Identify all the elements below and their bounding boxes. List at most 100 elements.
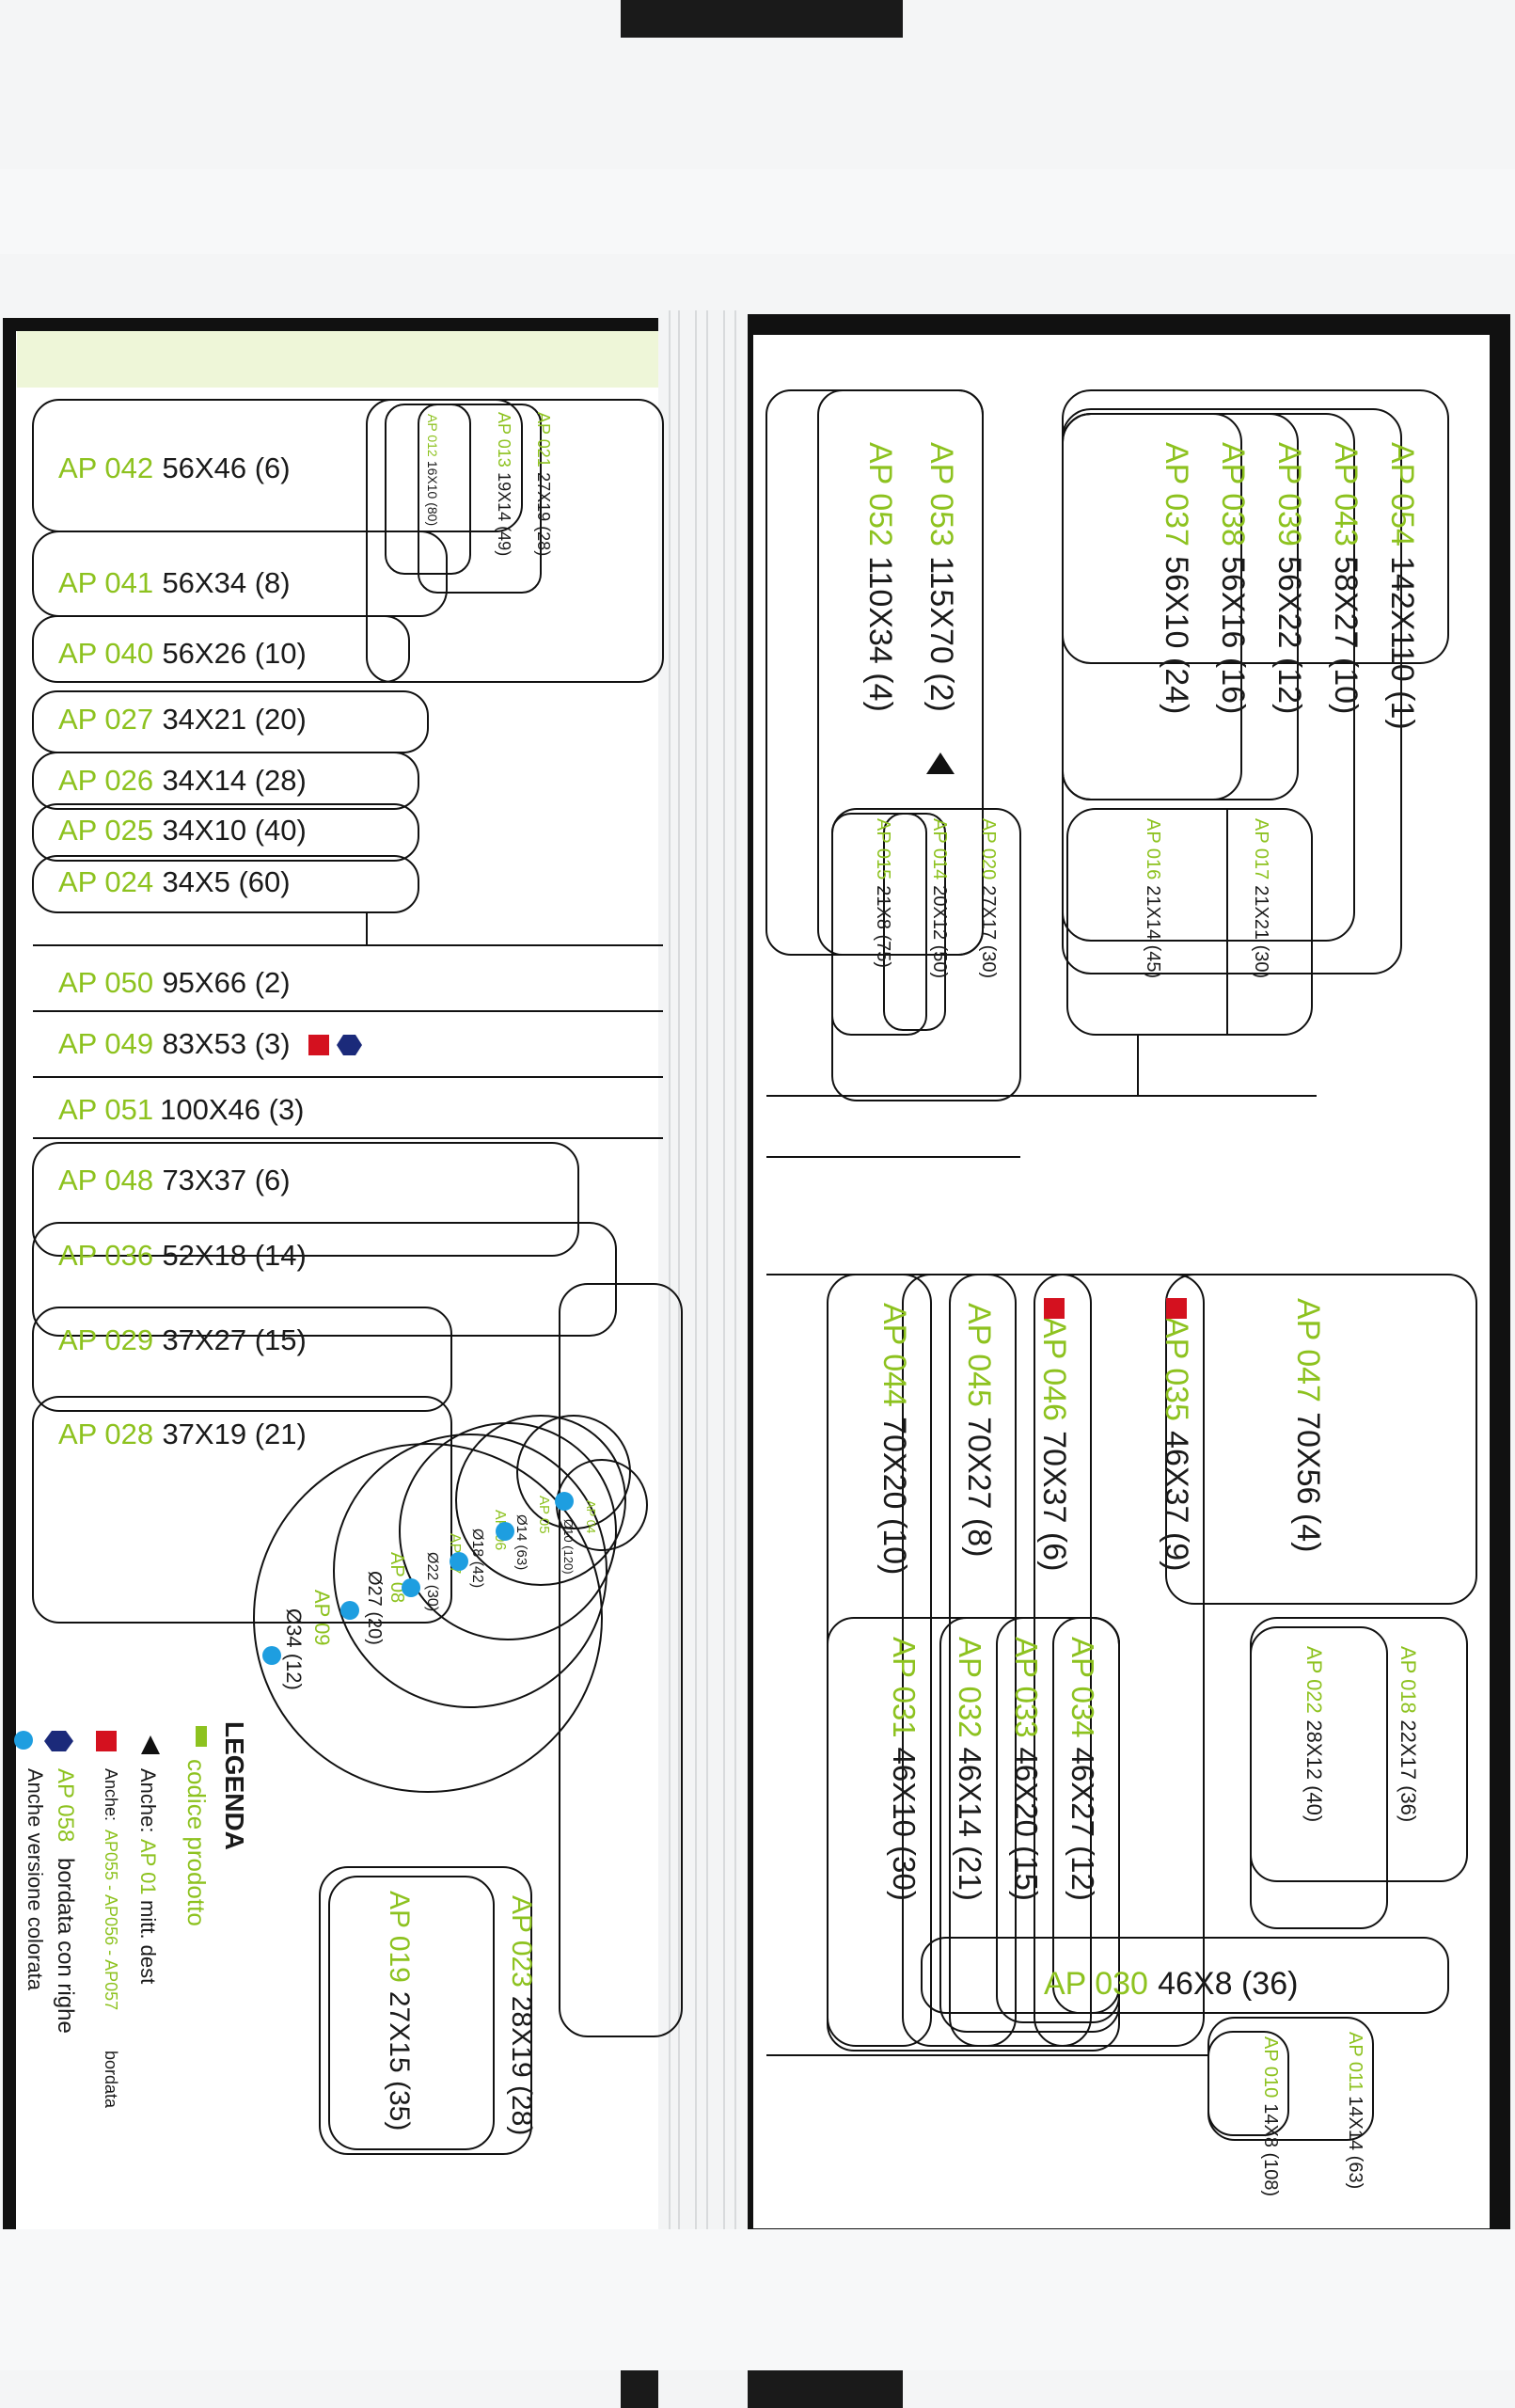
label-size: 20X12 (50) (929, 885, 950, 978)
right-panel: AP 054142X110 (1)AP 04358X27 (10)AP 0395… (765, 389, 1477, 2196)
label-size: 115X70 (2) (923, 556, 959, 712)
product-code: AP 031 (887, 1637, 922, 1738)
legend-square-codes: AP055 - AP056 - AP057 (102, 1830, 120, 2010)
label-ap012: AP 01216X10 (80) (425, 414, 440, 526)
legend-code-label: codice prodotto (182, 1759, 211, 1926)
label-ap052: AP 052 110X34 (4) (862, 442, 898, 712)
product-code: AP 012 (425, 414, 440, 457)
label-size: 37X27 (15) (162, 1323, 306, 1356)
small-label: AP 01521X8 (75) (873, 818, 893, 968)
product-code: AP 029 (58, 1323, 153, 1356)
label-ap019: AP 01927X15 (35) (384, 1891, 415, 2131)
label-ap022: AP 02228X12 (40) (1302, 1646, 1326, 1822)
label-size: 19X14 (49) (495, 472, 513, 556)
label-size: 46X10 (30) (887, 1748, 922, 1901)
label-ap011: AP 01114X14 (63) (1345, 2032, 1365, 2189)
product-code: AP 014 (929, 818, 950, 879)
label-ap015-outline (831, 813, 927, 1036)
circle-size: Ø18 (42) (469, 1529, 485, 1588)
label-size: 73X37 (6) (162, 1164, 290, 1196)
label-ap036: AP 036 52X18 (14) (58, 1239, 307, 1272)
label-ap045-outline (902, 1274, 1017, 2047)
product-code: AP 035 (1159, 1317, 1194, 1421)
legend-dot-icon (14, 1731, 33, 1750)
legend-triangle-label: Anche: (136, 1768, 160, 1833)
label-mid: AP 04670X37 (6) (1036, 1317, 1072, 1571)
circle-label-outline (253, 1443, 603, 1793)
label-ap048-outline (32, 1142, 579, 1257)
product-code: AP 044 (876, 1303, 912, 1407)
bottom-seal (0, 2229, 1515, 2370)
circle-code: AP 04 (584, 1500, 598, 1533)
product-code: AP 036 (58, 1239, 153, 1272)
label-ap037: AP 037 56X10 (24) (1159, 442, 1194, 714)
legend-dot-text: Anche versione colorata (24, 1768, 47, 1991)
product-code: AP 019 (384, 1891, 415, 1983)
label-size: 21X21 (30) (1251, 885, 1271, 978)
product-code: AP 024 (58, 865, 153, 898)
circle-size: Ø34 (12) (282, 1608, 306, 1690)
label-ap039: AP 03956X22 (12) (1271, 442, 1307, 714)
label-size: 34X10 (40) (162, 814, 306, 847)
product-code: AP 032 (953, 1637, 987, 1738)
label-low: AP 03346X20 (15) (1009, 1637, 1044, 1901)
label-ap026-outline (32, 752, 419, 810)
legend-hex-text: bordata con righe (53, 1858, 78, 2034)
label-size: 110X34 (4) (862, 556, 898, 712)
label-ap010-outline (1207, 2031, 1289, 2136)
small-label: AP 01621X14 (45) (1143, 818, 1163, 978)
label-size: 46X14 (21) (953, 1748, 987, 1901)
label-size: 56X46 (6) (162, 452, 290, 484)
label-ap038: AP 03856X16 (16) (1215, 442, 1251, 714)
product-code: AP 033 (1009, 1637, 1044, 1738)
label-size: 28X12 (40) (1302, 1719, 1326, 1822)
product-code: AP 016 (1143, 818, 1163, 879)
seal-lines (669, 310, 736, 2370)
label-size: 34X14 (28) (162, 764, 306, 797)
blue-hexagon-icon (337, 1035, 362, 1055)
label-size: 100X46 (3) (160, 1093, 304, 1126)
label-size: 46X37 (9) (1159, 1431, 1194, 1571)
legend-hexagon-icon (44, 1731, 73, 1751)
color-dot-icon (340, 1601, 359, 1620)
label-mid: AP 04470X20 (10) (876, 1303, 912, 1575)
circle-label-outline (333, 1434, 608, 1708)
label-size: 70X56 (4) (1290, 1412, 1326, 1552)
product-code: AP 034 (1065, 1637, 1100, 1738)
label-ap026: AP 026 34X14 (28) (58, 764, 307, 797)
label-size: 21X8 (75) (873, 885, 893, 968)
product-code: AP 026 (58, 764, 153, 797)
label-size: 56X26 (10) (162, 637, 306, 670)
label-size: 14X8 (108) (1260, 2103, 1281, 2196)
label-ap030-outline (921, 1937, 1449, 2014)
center-seal (658, 310, 748, 2408)
label-low: AP 03446X27 (12) (1065, 1637, 1100, 1901)
circle-size: Ø27 (20) (364, 1571, 385, 1645)
label-size: 83X53 (3) (162, 1027, 290, 1060)
top-black-strip (621, 0, 903, 38)
legend-hex-code: AP 058 (53, 1768, 78, 1842)
label-size: 52X18 (14) (162, 1239, 306, 1272)
product-code: AP 037 (1159, 442, 1194, 547)
product-code: AP 023 (506, 1895, 537, 1988)
product-code: AP 043 (1328, 442, 1364, 547)
product-code: AP 052 (862, 442, 898, 547)
product-code: AP 013 (495, 412, 513, 467)
product-code: AP 050 (58, 966, 153, 999)
color-dot-icon (450, 1552, 468, 1571)
label-mid: AP 035 46X37 (9) (1159, 1317, 1194, 1571)
label-low: AP 032 46X14 (21) (953, 1637, 987, 1901)
circle-size: Ø22 (30) (424, 1552, 440, 1611)
label-size: 56X10 (24) (1159, 556, 1194, 714)
legend-code-swatch (196, 1726, 207, 1747)
legend-title: LEGENDA (220, 1721, 249, 1850)
product-code: AP 020 (978, 818, 999, 879)
color-dot-icon (496, 1522, 514, 1541)
label-ap024-outline (32, 855, 419, 913)
label-ap023: AP 02328X19 (28) (506, 1895, 537, 2135)
label-size: 37X19 (21) (162, 1418, 306, 1450)
